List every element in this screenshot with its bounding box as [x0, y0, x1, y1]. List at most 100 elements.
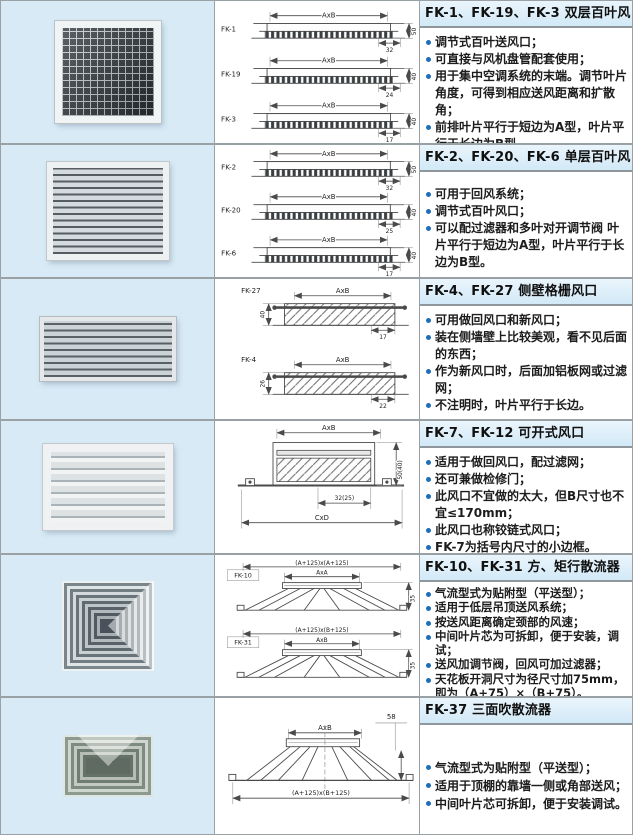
- drawing-cell: 58 AxB (A+125)x(B+125): [215, 698, 420, 834]
- dim-label: AxB: [336, 356, 350, 364]
- bullet-dot: [426, 620, 431, 626]
- dim-label: CxD: [315, 514, 329, 522]
- photo-cell: [1, 698, 215, 834]
- feature-bullet: 调节式百叶风口；: [425, 203, 630, 220]
- technical-drawing-diffuser: (A+125)x(A+125) FK-10 AxA 35: [227, 560, 418, 678]
- product-row-fk37: 58 AxB (A+125)x(B+125): [1, 698, 632, 834]
- info-cell: FK-2、FK-20、FK-6 单层百叶风口 可用于回风系统； 调节式百叶风口；…: [420, 145, 632, 277]
- bullet-dot: [426, 57, 431, 63]
- dim-label: (A+125)x(A+125): [295, 561, 348, 567]
- feature-bullet: 按送风距离确定颈部的风速；: [425, 615, 630, 629]
- drawing-section-fk-20: FK-20 AxB 40 25: [220, 192, 419, 236]
- feature-bullet: 此风口不宜做的太大，但B尺寸也不宜≤170mm；: [425, 488, 630, 522]
- bullet-dot: [426, 765, 431, 770]
- model-label: FK-3: [221, 114, 236, 123]
- product-title: FK-10、FK-31 方、矩行散流器: [420, 555, 632, 582]
- dim-label: 50: [412, 28, 418, 36]
- feature-bullet: FK-7为括号内尺寸的小边框。: [425, 539, 630, 553]
- feature-bullet: 可直接与风机盘管配套使用；: [425, 51, 630, 68]
- info-cell: FK-7、FK-12 可开式风口 适用于做回风口，配过滤网； 还可兼做检修门； …: [420, 421, 632, 553]
- feature-bullet: 天花板开洞尺寸为径尺寸加75mm，即为（A+75）×（B+75）。: [425, 672, 630, 696]
- drawing-section-fk-2: FK-2 AxB 50 32: [220, 149, 419, 193]
- photo-cell: [1, 421, 215, 553]
- bullet-dot: [426, 125, 431, 131]
- dim-label: 25: [386, 229, 394, 235]
- feature-bullet: 送风加调节阀，回风可加过滤器；: [425, 657, 630, 671]
- bullet-dot: [426, 634, 431, 640]
- dim-label: 35: [411, 595, 417, 603]
- three-way-diffuser-photo: [62, 735, 153, 797]
- model-label: FK-19: [221, 69, 240, 78]
- dim-label: AxB: [322, 102, 336, 110]
- drawing-cell: AxB 50(40) 32(25) CxD: [215, 421, 420, 553]
- product-title: FK-7、FK-12 可开式风口: [420, 421, 632, 448]
- feature-bullet: 可用做回风口和新风口；: [425, 312, 630, 329]
- bullet-dot: [426, 477, 431, 483]
- feature-list: 可用于回风系统； 调节式百叶风口； 可以配过滤器和多叶对开调节阀 叶片平行于短边…: [420, 172, 632, 271]
- model-label: FK-27: [241, 286, 261, 295]
- model-label: FK-20: [221, 205, 240, 214]
- dim-label: AxB: [322, 236, 336, 244]
- feature-bullet: 还可兼做检修门；: [425, 471, 630, 488]
- dim-label: (A+125)x(B+125): [295, 628, 348, 634]
- feature-bullet: 中间叶片芯可拆卸，便于安装调试。: [425, 795, 630, 813]
- model-label: FK-10: [234, 572, 252, 580]
- bullet-dot: [426, 74, 431, 80]
- feature-list: 气流型式为贴附型（平送型）； 适用于顶棚的靠墙一侧或角部送风； 中间叶片芯可拆卸…: [420, 725, 632, 813]
- dim-label: 32(25): [335, 496, 354, 502]
- dim-label: AxB: [322, 150, 336, 158]
- single-layer-grille-photo: [45, 161, 170, 261]
- feature-bullet: 用于集中空调系统的末端。调节叶片角度，可得到相应送风距离和扩散角；: [425, 68, 630, 119]
- dim-label: AxB: [322, 57, 336, 65]
- bullet-dot: [426, 528, 431, 534]
- drawing-cell: (A+125)x(A+125) FK-10 AxA 35: [215, 555, 420, 696]
- feature-bullet: 前排叶片平行于短边为A型，叶片平行于长边为B型。: [425, 119, 630, 143]
- dim-label: 17: [379, 335, 387, 341]
- feature-bullet: 可用于回风系统；: [425, 186, 630, 203]
- bullet-dot: [426, 335, 431, 341]
- info-cell: FK-10、FK-31 方、矩行散流器 气流型式为贴附型（平送型）； 适用于低层…: [420, 555, 632, 696]
- dim-label: 24: [386, 93, 394, 99]
- drawing-section-fk-6: FK-6 AxB 40 17: [220, 235, 419, 277]
- feature-bullet: 适用于低层吊顶送风系统；: [425, 600, 630, 614]
- dim-label: 50(40): [398, 460, 404, 479]
- info-cell: FK-37 三面吹散流器 气流型式为贴附型（平送型）； 适用于顶棚的靠墙一侧或角…: [420, 698, 632, 834]
- openable-grille-photo: [41, 443, 174, 531]
- feature-bullet: 气流型式为贴附型（平送型）；: [425, 586, 630, 600]
- dim-label: AxB: [322, 424, 336, 432]
- model-label: FK-4: [241, 355, 257, 364]
- dim-label: 40: [412, 252, 418, 260]
- dim-label: 17: [386, 138, 394, 143]
- dim-label: 32: [386, 48, 394, 54]
- dim-label: 50: [412, 166, 418, 174]
- feature-bullet: 装在侧墙壁上比较美观，看不见后面的东西；: [425, 329, 630, 363]
- feature-list: 可用做回风口和新风口； 装在侧墙壁上比较美观，看不见后面的东西； 作为新风口时，…: [420, 306, 632, 414]
- dim-label: 35: [411, 662, 417, 670]
- bullet-dot: [426, 192, 431, 197]
- feature-bullet: 作为新风口时，后面加铝板网或过滤网；: [425, 363, 630, 397]
- drawing-section-fk-37: 58 AxB (A+125)x(B+125): [228, 712, 414, 805]
- info-cell: FK-4、FK-27 侧壁格栅风口 可用做回风口和新风口； 装在侧墙壁上比较美观…: [420, 279, 632, 419]
- feature-bullet: 可以配过滤器和多叶对开调节阀 叶片平行于短边为A型，叶片平行于长边为B型。: [425, 220, 630, 271]
- technical-drawing-three-way: 58 AxB (A+125)x(B+125): [228, 712, 414, 805]
- dim-label: 17: [386, 272, 394, 277]
- product-title: FK-1、FK-19、FK-3 双层百叶风口: [420, 1, 632, 28]
- bullet-dot: [426, 592, 431, 597]
- drawing-section-fk-3: FK-3 AxB 40 17: [220, 101, 419, 143]
- dim-label: AxB: [336, 287, 350, 295]
- info-cell: FK-1、FK-19、FK-3 双层百叶风口 调节式百叶送风口； 可直接与风机盘…: [420, 1, 632, 143]
- dim-label: AxB: [322, 193, 336, 201]
- bullet-dot: [426, 40, 431, 45]
- product-row-fk2: FK-2 AxB 50 32 FK-20: [1, 145, 632, 279]
- feature-bullet: 气流型式为贴附型（平送型）；: [425, 759, 630, 777]
- dim-label: 32: [386, 186, 394, 192]
- drawing-section-fk-10: (A+125)x(A+125) FK-10 AxA 35: [227, 560, 418, 611]
- feature-bullet: 不注明时，叶片平行于长边。: [425, 397, 630, 414]
- model-label: FK-2: [221, 162, 236, 171]
- photo-cell: [1, 145, 215, 277]
- square-diffuser-photo: [61, 580, 154, 671]
- dim-label: AxB: [322, 12, 336, 20]
- bullet-dot: [426, 460, 431, 465]
- double-layer-grille-photo: [53, 20, 162, 124]
- dim-label: (A+125)x(B+125): [292, 789, 350, 797]
